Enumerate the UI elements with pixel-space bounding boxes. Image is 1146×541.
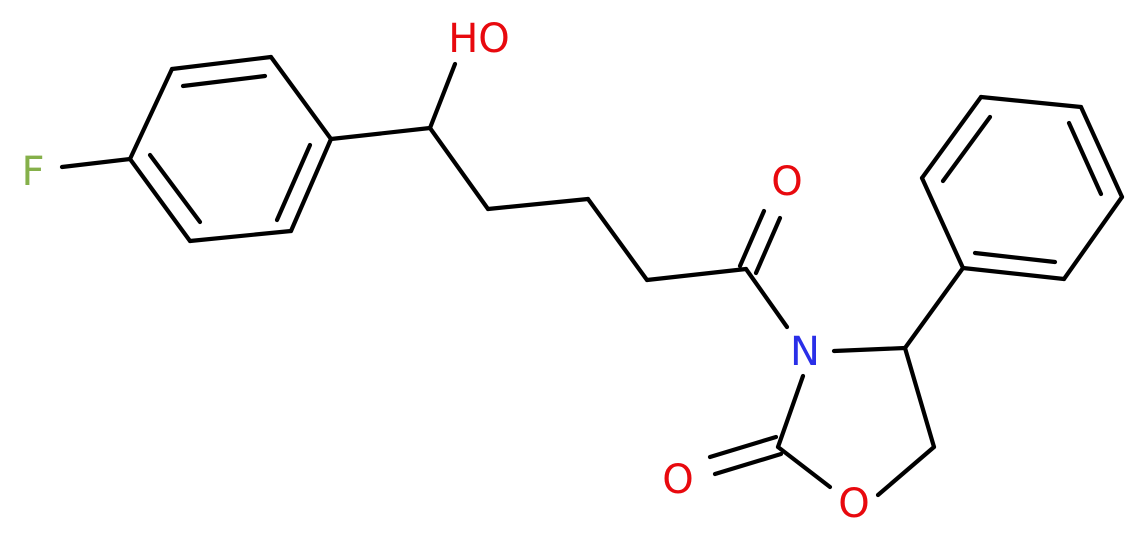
nitrogen-atom-label: N	[790, 329, 820, 375]
bond	[187, 228, 294, 244]
bond	[978, 94, 1084, 110]
bond	[919, 175, 966, 271]
bond	[147, 152, 203, 225]
alkyl-chain	[328, 61, 790, 330]
bond	[288, 136, 334, 234]
bond	[707, 434, 779, 460]
phenyl-ring	[919, 94, 1125, 282]
bond	[127, 66, 175, 162]
carbonyl-oxygen-label: O	[662, 457, 693, 503]
bond	[831, 345, 908, 354]
bond	[712, 451, 784, 477]
bond	[753, 215, 783, 276]
bond	[1066, 120, 1104, 197]
bond	[737, 208, 767, 269]
fluorophenyl-ring	[127, 54, 334, 244]
bond	[940, 114, 993, 184]
bond	[274, 142, 313, 223]
bond	[328, 125, 433, 142]
bond	[919, 94, 984, 181]
oxazolidinone-ring	[707, 345, 937, 498]
bond	[268, 54, 334, 142]
bond	[585, 196, 650, 283]
bond	[775, 444, 833, 490]
bond	[875, 444, 937, 498]
bond	[960, 265, 1067, 282]
bond	[427, 125, 491, 212]
bond	[485, 196, 591, 212]
bond	[169, 54, 274, 72]
ring-oxygen-label: O	[838, 481, 869, 527]
bond	[743, 266, 790, 330]
fluorine-atom-label: F	[21, 149, 44, 195]
ketone-oxygen-label: O	[771, 159, 802, 205]
bond	[127, 156, 193, 244]
bond	[644, 266, 749, 283]
bond	[59, 156, 133, 170]
bond	[180, 73, 268, 89]
bond	[902, 265, 966, 351]
bond	[775, 373, 806, 450]
bond	[1061, 194, 1125, 282]
bond	[427, 61, 458, 131]
bond	[1078, 104, 1125, 200]
bond	[902, 345, 937, 450]
bond	[972, 250, 1058, 265]
hydroxyl-label: HO	[448, 16, 510, 62]
